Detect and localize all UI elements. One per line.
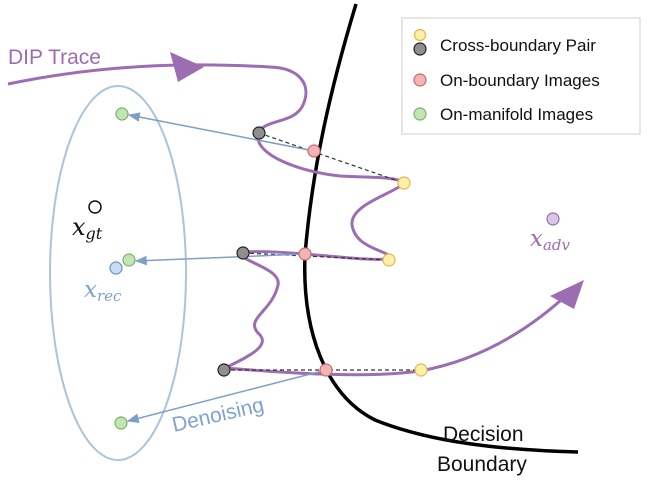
decision-boundary-label-line1: Decision	[443, 423, 524, 446]
x-rec-dot	[109, 261, 123, 275]
on-manifold-dot-2	[122, 253, 136, 267]
x-gt-label: xgt	[72, 213, 103, 243]
projection-arrow-1	[127, 112, 315, 152]
x-adv-dot	[546, 212, 560, 226]
projection-arrow-2	[134, 253, 306, 266]
manifold-ellipse	[49, 85, 187, 461]
dip-trace-end-arrowhead	[550, 280, 584, 309]
on-manifold-dot-3	[114, 416, 128, 430]
x-gt-dot	[88, 200, 102, 214]
cross-boundary-yellow-dot-3	[414, 363, 428, 377]
cross-boundary-gray-dot-2	[236, 246, 250, 260]
x-adv-label: xadv	[530, 226, 571, 254]
legend-item-on-boundary: On-boundary Images	[440, 71, 600, 90]
legend-yellow-dot-icon	[413, 28, 427, 42]
on-boundary-dot-3	[319, 363, 333, 377]
projection-arrow-3	[126, 369, 327, 423]
legend: Cross-boundary Pair On-boundary Images O…	[401, 17, 641, 135]
legend-item-cross-boundary: Cross-boundary Pair	[440, 36, 596, 55]
denoising-label: Denoising	[170, 393, 266, 436]
cross-boundary-dashed-line-1	[258, 132, 405, 184]
dip-trace-label: DIP Trace	[8, 46, 101, 69]
legend-green-dot-icon	[413, 107, 427, 121]
cross-boundary-gray-dot-1	[252, 126, 266, 140]
cross-boundary-dashed-line-2	[242, 252, 390, 261]
cross-boundary-yellow-dot-1	[397, 176, 411, 190]
on-boundary-dot-1	[307, 144, 321, 158]
cross-boundary-gray-dot-3	[217, 363, 231, 377]
legend-gray-dot-icon	[413, 42, 427, 56]
decision-boundary-curve	[302, 3, 579, 454]
dip-trace-arrowhead	[170, 52, 204, 82]
legend-pink-dot-icon	[413, 73, 427, 87]
decision-boundary-label-line2: Boundary	[437, 453, 527, 476]
cross-boundary-yellow-dot-2	[382, 253, 396, 267]
on-boundary-dot-2	[298, 247, 312, 261]
on-manifold-dot-1	[115, 107, 129, 121]
legend-item-on-manifold: On-manifold Images	[440, 105, 593, 124]
x-rec-label: xrec	[84, 277, 122, 305]
